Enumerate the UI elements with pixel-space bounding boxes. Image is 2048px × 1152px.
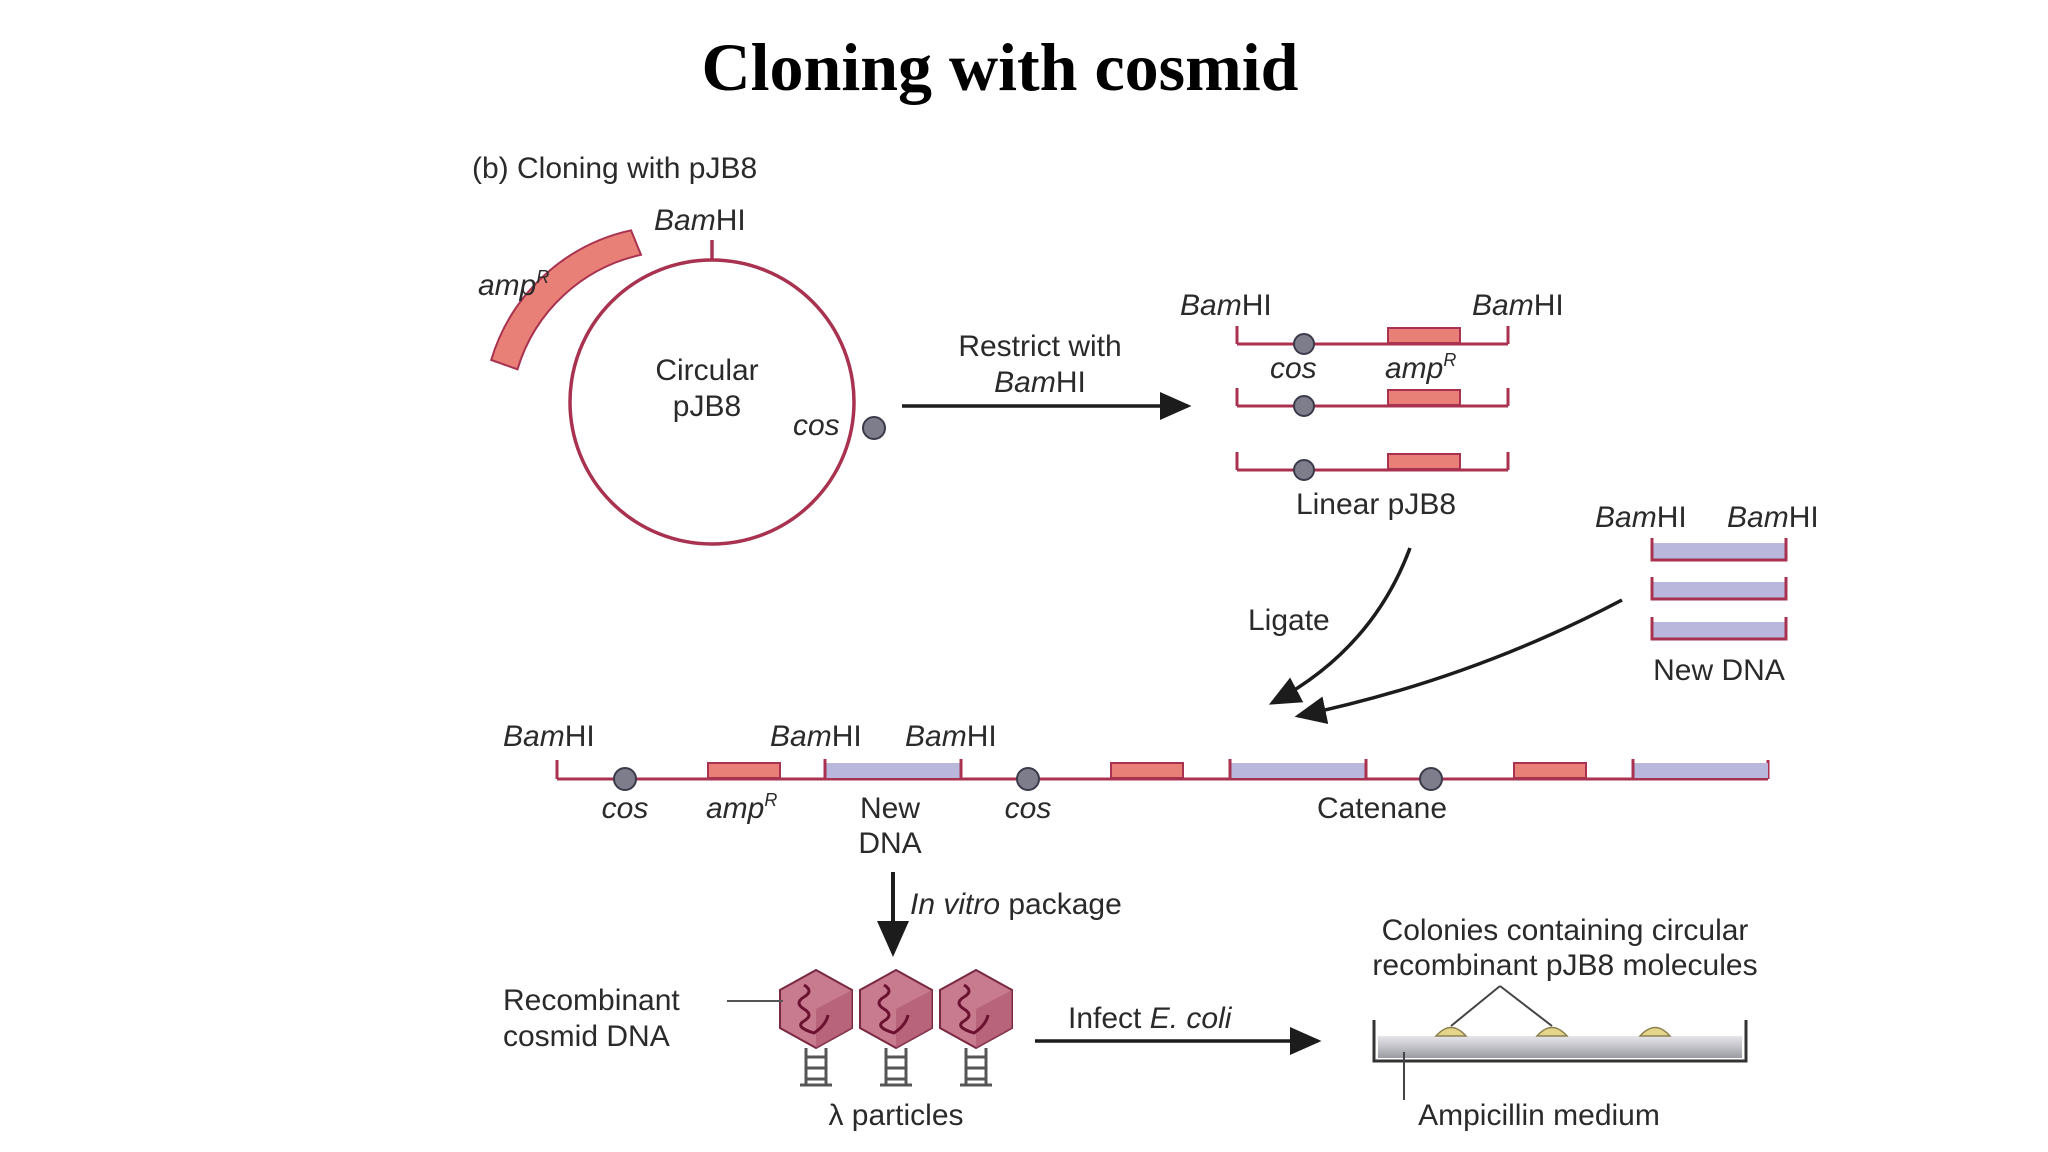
- catenane-bamhi-label-2: BamHI: [770, 720, 862, 753]
- catenane-cos-label-1: cos: [602, 792, 649, 825]
- linear-cos-label: cos: [1270, 352, 1317, 385]
- new-dna-fragment: [1650, 617, 1788, 641]
- new-dna-bamhi-left-label: BamHI: [1595, 501, 1687, 534]
- ampr-block: [1387, 453, 1461, 470]
- cos-site: [613, 767, 637, 791]
- catenane-bamhi-label-3: BamHI: [905, 720, 997, 753]
- colony: [1638, 1026, 1672, 1037]
- colonies-label-2: recombinant pJB8 molecules: [1372, 949, 1757, 982]
- colony-leader-line: [1499, 985, 1553, 1027]
- linear-fragment: [1235, 326, 1510, 355]
- ampr-block: [707, 762, 781, 779]
- circular-label-1: Circular: [655, 354, 758, 387]
- restrict-label-2: BamHI: [994, 366, 1086, 399]
- new-dna-block: [1633, 763, 1768, 778]
- catenane-bamhi-label-1: BamHI: [503, 720, 595, 753]
- new-dna-group: BamHI BamHI New DNA: [1595, 501, 1819, 687]
- package-label: In vitro package: [910, 888, 1122, 921]
- new-dna-bamhi-right-label: BamHI: [1727, 501, 1819, 534]
- cos-site: [1293, 459, 1315, 481]
- linear-bamhi-right-label: BamHI: [1472, 289, 1564, 322]
- lambda-particle: [779, 968, 853, 1087]
- lambda-particle: [859, 968, 933, 1087]
- colony: [1434, 1026, 1468, 1037]
- catenane-label: Catenane: [1317, 792, 1447, 825]
- linear-bamhi-left-label: BamHI: [1180, 289, 1272, 322]
- cos-site: [1016, 767, 1040, 791]
- catenane-new-dna-label-2: DNA: [858, 827, 921, 860]
- ampr-block: [1110, 762, 1184, 779]
- bamhi-label: BamHI: [654, 204, 746, 237]
- ligate-arrow-linear: [1268, 547, 1412, 705]
- recombinant-label-2: cosmid DNA: [503, 1020, 670, 1053]
- circular-label-2: pJB8: [673, 390, 741, 423]
- dish-wall: [1372, 1020, 1748, 1063]
- petri-dish: [1372, 985, 1748, 1100]
- cos-site: [1293, 395, 1315, 417]
- colony: [1535, 1026, 1569, 1037]
- new-dna-fragment: [1650, 577, 1788, 601]
- ligate-label: Ligate: [1248, 604, 1330, 637]
- ampr-block: [1387, 327, 1461, 344]
- linear-pjb8-group: BamHI BamHI cos ampR Linear pJB8: [1180, 289, 1564, 521]
- catenane-cos-label-2: cos: [1005, 792, 1052, 825]
- restrict-label-1: Restrict with: [958, 330, 1121, 363]
- ligate-arrow-new-dna: [1294, 598, 1623, 724]
- linear-ampr-label: ampR: [1385, 350, 1456, 385]
- slide-title: Cloning with cosmid: [701, 29, 1299, 105]
- catenane-group: BamHI BamHI BamHI cos ampR New DNA cos C…: [503, 720, 1770, 860]
- linear-fragment: [1235, 388, 1510, 417]
- infect-label: Infect E. coli: [1068, 1002, 1233, 1035]
- linear-fragment: [1235, 452, 1510, 481]
- new-dna-block: [1230, 763, 1366, 778]
- cos-label: cos: [793, 409, 840, 442]
- lambda-particles-label: λ particles: [828, 1099, 963, 1132]
- cos-site: [1419, 767, 1443, 791]
- linear-pjb8-label: Linear pJB8: [1296, 488, 1456, 521]
- cos-site: [1293, 333, 1315, 355]
- new-dna-block: [825, 763, 961, 778]
- ampr-label: ampR: [478, 267, 549, 302]
- catenane-new-dna-label-1: New: [860, 792, 920, 825]
- recombinant-label-1: Recombinant: [503, 984, 680, 1017]
- ampr-block: [1513, 762, 1587, 779]
- circular-plasmid: BamHI ampR Circular pJB8 cos: [478, 204, 886, 546]
- panel-title: (b) Cloning with pJB8: [472, 152, 757, 185]
- new-dna-label: New DNA: [1653, 654, 1785, 687]
- ampicillin-label: Ampicillin medium: [1418, 1099, 1660, 1132]
- new-dna-fragment: [1650, 538, 1788, 562]
- ampicillin-medium: [1378, 1036, 1742, 1058]
- lambda-particle: [939, 968, 1013, 1087]
- ampr-block: [1387, 389, 1461, 406]
- catenane-ampr-label: ampR: [706, 790, 777, 825]
- cos-site: [862, 416, 886, 440]
- ampr-gene-arc: [489, 229, 643, 371]
- colonies-label-1: Colonies containing circular: [1382, 914, 1749, 947]
- colony-leader-line: [1450, 985, 1501, 1027]
